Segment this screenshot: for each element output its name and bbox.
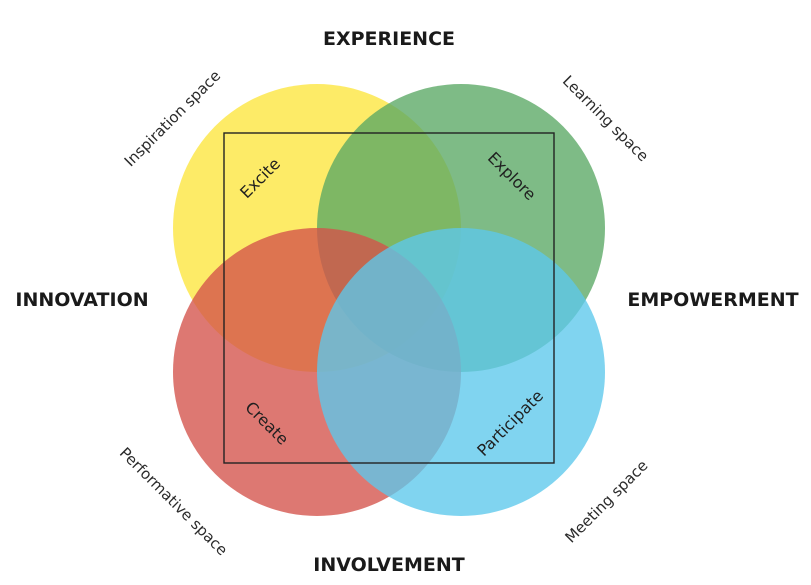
center-frame	[223, 132, 555, 464]
empowerment-label: EMPOWERMENT	[627, 289, 798, 311]
meeting-circle	[317, 228, 605, 516]
innovation-label: INNOVATION	[15, 289, 148, 311]
experience-label: EXPERIENCE	[323, 28, 455, 50]
meeting-space-label: Meeting space	[561, 456, 651, 546]
involvement-label: INVOLVEMENT	[313, 554, 464, 576]
